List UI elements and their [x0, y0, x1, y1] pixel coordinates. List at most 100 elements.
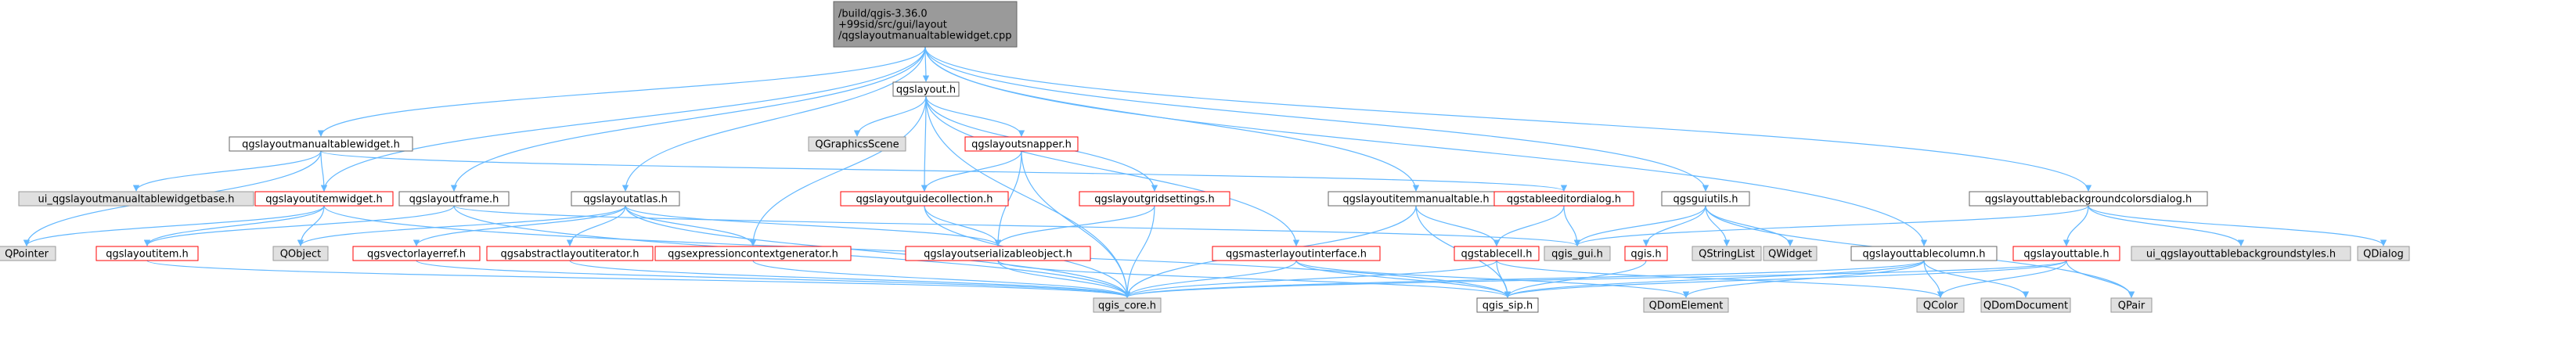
- node-box: [1454, 246, 1540, 261]
- node-box: [1093, 297, 1162, 313]
- edge-qgslayout_h-to-qgsexpressioncontextgenerator_h: [749, 95, 927, 246]
- edge-qgslayoutserializableobject_h-to-qgis_core_h: [997, 260, 1131, 298]
- edge-qgsexpressioncontextgenerator_h-to-qgis_core_h: [752, 260, 1131, 298]
- node-qgsabstractlayoutiterator-h[interactable]: qgsabstractlayoutiterator.h: [486, 246, 654, 261]
- node-box: [229, 136, 413, 152]
- node-label: qgslayoutframe.h: [409, 194, 499, 206]
- node-box: [905, 246, 1091, 261]
- node-qgis-h[interactable]: qgis.h: [1624, 246, 1668, 261]
- node-qgis-gui-h[interactable]: qgis_gui.h: [1544, 246, 1611, 261]
- node-qgslayoutatlas-h[interactable]: qgslayoutatlas.h: [571, 191, 680, 207]
- node-label: QGraphicsScene: [815, 139, 899, 151]
- node-box: [95, 246, 199, 261]
- node-label: qgis.h: [1630, 249, 1661, 261]
- node-qgsmasterlayoutinterface-h[interactable]: qgsmasterlayoutinterface.h: [1212, 246, 1381, 261]
- edge-qgstableeditordialog_h-to-qgis_gui_h: [1563, 205, 1581, 246]
- node-qgslayoutmanualtablewidget-h[interactable]: qgslayoutmanualtablewidget.h: [229, 136, 413, 152]
- node-label: qgslayoutitemmanualtable.h: [1342, 194, 1489, 206]
- node-qcolor[interactable]: QColor: [1916, 297, 1965, 313]
- node-ui-manualtable[interactable]: ui_qgslayoutmanualtablewidgetbase.h: [18, 191, 254, 207]
- node-label: qgsabstractlayoutiterator.h: [500, 249, 639, 261]
- node-qgslayoutitemwidget-h[interactable]: qgslayoutitemwidget.h: [254, 191, 394, 207]
- node-qgis-sip-h[interactable]: qgis_sip.h: [1476, 297, 1539, 313]
- edge-qgslayoutitemwidget_h-to-qpointer: [23, 205, 325, 246]
- node-qgslayoutguidecollection-h[interactable]: qgslayoutguidecollection.h: [840, 191, 1009, 207]
- node-label: /build/qgis-3.36.0: [838, 9, 928, 20]
- edge-qgsguiutils_h-to-qgis_gui_h: [1573, 205, 1706, 246]
- edge-qgsabstractlayoutiterator_h-to-qgis_core_h: [569, 260, 1130, 298]
- node-qwidget[interactable]: QWidget: [1763, 246, 1818, 261]
- node-box: [18, 191, 254, 207]
- edge-qgsvectorlayerref_h-to-qgis_core_h: [416, 260, 1130, 298]
- node-qgslayoutitem-h[interactable]: qgslayoutitem.h: [95, 246, 199, 261]
- node-qgraphicsscene[interactable]: QGraphicsScene: [808, 136, 906, 152]
- node-qgslayouttablecolumn-h[interactable]: qgslayouttablecolumn.h: [1850, 246, 1998, 261]
- edge-root-to-qgslayoutframe_h: [450, 46, 926, 192]
- node-box: [352, 246, 481, 261]
- edge-qgslayouttablebackground_h-to-ui_tablebackground: [2088, 205, 2245, 246]
- node-qdomdocument[interactable]: QDomDocument: [1980, 297, 2071, 313]
- node-qpointer[interactable]: QPointer: [0, 246, 56, 261]
- node-label: ui_qgslayouttablebackgroundstyles.h: [2146, 249, 2336, 261]
- node-label: qgslayoutitemwidget.h: [265, 194, 382, 206]
- node-qgslayoutsnapper-h[interactable]: qgslayoutsnapper.h: [964, 136, 1079, 152]
- node-qgslayouttable-h[interactable]: qgslayouttable.h: [2012, 246, 2120, 261]
- node-qgstableeditordialog-h[interactable]: qgstableeditordialog.h: [1493, 191, 1634, 207]
- node-qgsexpressioncontextgenerator-h[interactable]: qgsexpressioncontextgenerator.h: [654, 246, 852, 261]
- edge-qgslayoutatlas_h-to-qgslayoutserializableobject_h: [625, 205, 1002, 246]
- node-qgslayoutframe-h[interactable]: qgslayoutframe.h: [398, 191, 510, 207]
- node-label: QDomDocument: [1983, 300, 2068, 312]
- node-label: qgstablecell.h: [1461, 249, 1533, 261]
- node-box: [1212, 246, 1381, 261]
- node-qdomelement[interactable]: QDomElement: [1643, 297, 1729, 313]
- edge-qgsguiutils_h-to-qwidget: [1705, 205, 1794, 246]
- edge-qgslayouttable_h-to-qgis_core_h: [1124, 260, 2067, 298]
- node-ui-tablebackground[interactable]: ui_qgslayouttablebackgroundstyles.h: [2131, 246, 2351, 261]
- node-box: [1079, 191, 1230, 207]
- node-label: QDialog: [2363, 249, 2404, 261]
- edge-qgslayout_h-to-qgslayoutsnapper_h: [925, 95, 1025, 137]
- node-qdialog[interactable]: QDialog: [2357, 246, 2410, 261]
- edge-qgslayouttablebackground_h-to-qgis_gui_h: [1573, 205, 2089, 246]
- node-qgslayouttablebackground-h[interactable]: qgslayouttablebackgroundcolorsdialog.h: [1969, 191, 2208, 207]
- edge-root-to-qgslayoutitemwidget_h: [320, 46, 926, 192]
- edge-qgslayoutframe_h-to-qgslayoutitem_h: [143, 205, 455, 246]
- node-label: qgslayoutatlas.h: [583, 194, 668, 206]
- node-qgsvectorlayerref-h[interactable]: qgsvectorlayerref.h: [352, 246, 481, 261]
- node-qobject[interactable]: QObject: [272, 246, 329, 261]
- node-qgslayout-h[interactable]: qgslayout.h: [892, 81, 960, 97]
- edge-qgsmasterlayoutinterface_h-to-qgis_sip_h: [1295, 260, 1511, 298]
- node-box: [833, 1, 1018, 48]
- edge-qgstablecell_h-to-qgis_core_h: [1123, 260, 1497, 298]
- node-label: ui_qgslayoutmanualtablewidgetbase.h: [38, 194, 234, 206]
- node-label: QWidget: [1768, 249, 1812, 261]
- edge-qgslayouttablecolumn_h-to-qdomelement: [1682, 260, 1925, 298]
- node-label: qgsexpressioncontextgenerator.h: [668, 249, 838, 261]
- edge-qgslayoutguidecollection_h-to-qgslayoutserializableobject_h: [924, 205, 1002, 246]
- node-root[interactable]: /build/qgis-3.36.0+99sid/src/gui/layout/…: [833, 1, 1018, 48]
- edge-qgslayoutatlas_h-to-qobject: [297, 205, 626, 246]
- node-qpair[interactable]: QPair: [2110, 297, 2153, 313]
- node-qgslayoutitemmanualtable-h[interactable]: qgslayoutitemmanualtable.h: [1328, 191, 1504, 207]
- edge-qgsguiutils_h-to-qstringlist: [1705, 205, 1731, 246]
- node-qgslayoutserializableobject-h[interactable]: qgslayoutserializableobject.h: [905, 246, 1091, 261]
- node-box: [1850, 246, 1998, 261]
- edge-qgslayout_h-to-qgsmasterlayoutinterface_h: [925, 95, 1300, 246]
- edge-qgslayoutmanualtablewidget_h-to-qgslayoutitemwidget_h: [320, 150, 328, 192]
- edge-qgslayouttablecolumn_h-to-qgis_sip_h: [1504, 260, 1925, 298]
- node-box: [964, 136, 1079, 152]
- node-qstringlist[interactable]: QStringList: [1692, 246, 1762, 261]
- node-qgsguiutils-h[interactable]: qgsguiutils.h: [1661, 191, 1750, 207]
- node-label: qgstableeditordialog.h: [1507, 194, 1621, 206]
- node-label: qgslayoutgridsettings.h: [1094, 194, 1215, 206]
- node-box: [1643, 297, 1729, 313]
- node-label: qgslayouttable.h: [2023, 249, 2109, 261]
- node-qgis-core-h[interactable]: qgis_core.h: [1093, 297, 1162, 313]
- edge-qgslayoutframe_h-to-qgis_gui_h: [453, 205, 1580, 246]
- node-qgslayoutgridsettings-h[interactable]: qgslayoutgridsettings.h: [1079, 191, 1230, 207]
- node-box: [1980, 297, 2071, 313]
- node-qgstablecell-h[interactable]: qgstablecell.h: [1454, 246, 1540, 261]
- edge-qgslayoutmanualtablewidget_h-to-qgstableeditordialog_h: [320, 150, 1567, 192]
- node-label: QObject: [280, 249, 322, 261]
